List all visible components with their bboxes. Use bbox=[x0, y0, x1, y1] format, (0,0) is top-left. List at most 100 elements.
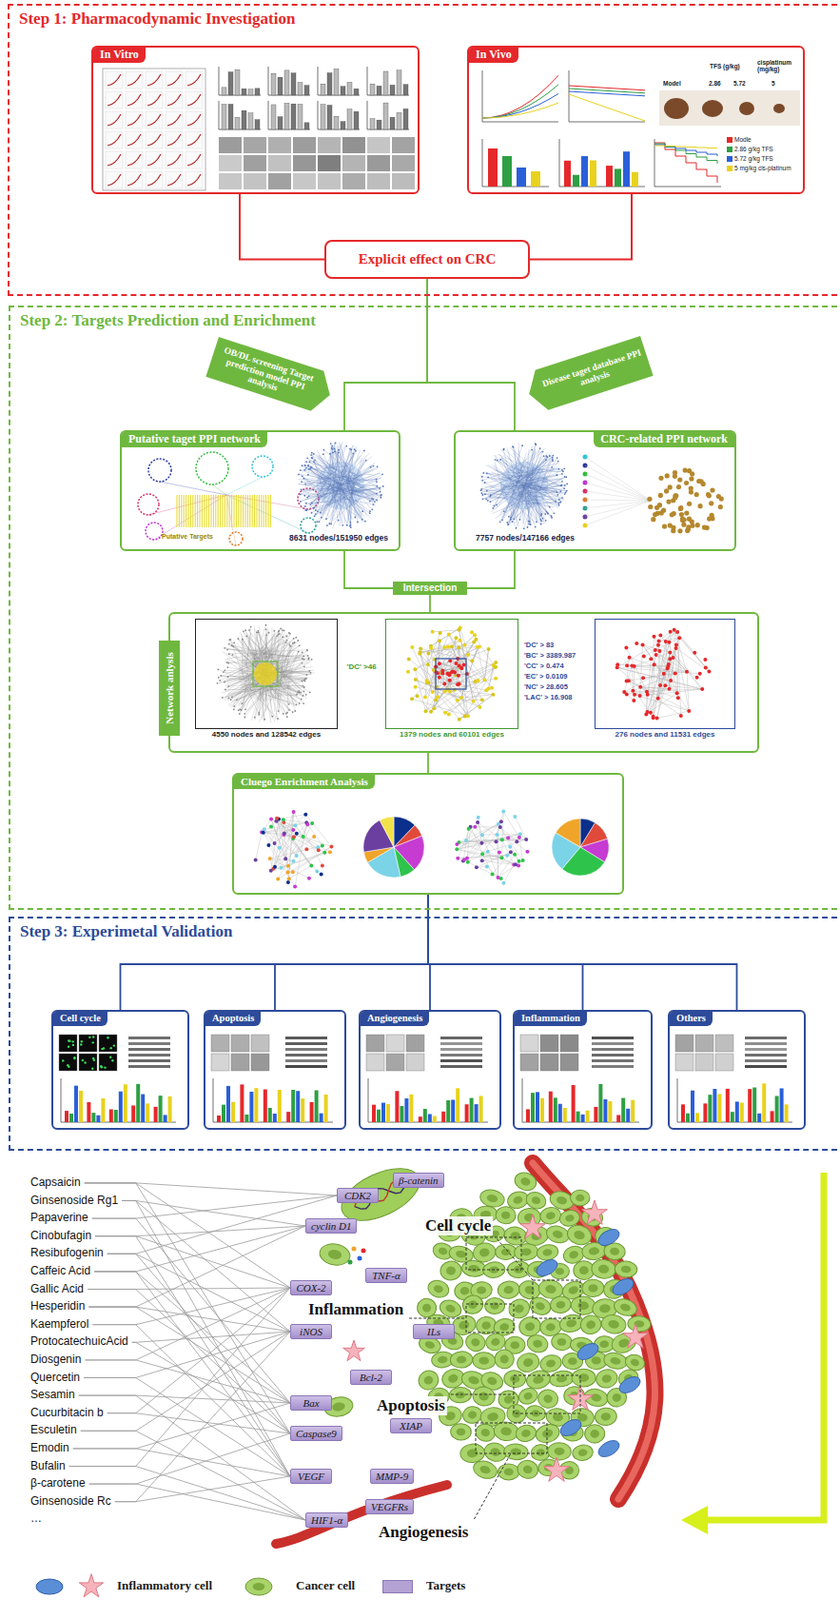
drawn-g bbox=[548, 1368, 576, 1388]
drawn-path bbox=[127, 114, 141, 126]
drawn-circle bbox=[217, 676, 220, 679]
drawn-line bbox=[240, 677, 250, 712]
drawn-ellipse bbox=[439, 1259, 464, 1282]
drawn-ellipse bbox=[472, 1350, 496, 1369]
drawn-g bbox=[549, 1294, 572, 1313]
drawn-circle bbox=[664, 472, 670, 478]
figure-panel: In Vitro bbox=[91, 45, 420, 195]
drawn-circle bbox=[292, 710, 294, 713]
drawn-ellipse bbox=[607, 1318, 621, 1329]
drawn-path bbox=[147, 174, 161, 186]
drawn-circle bbox=[345, 445, 348, 448]
drawn-circle bbox=[654, 505, 660, 510]
drawn-line bbox=[273, 640, 298, 674]
drawn-rect bbox=[185, 131, 203, 149]
drawn-rect bbox=[105, 131, 123, 149]
drawn-ellipse bbox=[478, 1187, 507, 1210]
drawn-circle bbox=[545, 519, 547, 522]
drawn-ellipse bbox=[504, 1467, 514, 1476]
drawn-ellipse bbox=[524, 1284, 536, 1294]
drawn-circle bbox=[312, 452, 315, 455]
drawn-ellipse bbox=[492, 1419, 520, 1442]
drawn-path bbox=[317, 100, 360, 130]
drawn-g bbox=[533, 1421, 562, 1446]
drawn-path bbox=[654, 138, 722, 187]
drawn-circle bbox=[688, 485, 694, 490]
drawn-circle bbox=[493, 505, 496, 508]
drawn-path bbox=[69, 1287, 291, 1466]
drawn-line bbox=[585, 465, 651, 501]
drawn-circle bbox=[301, 680, 304, 683]
drawn-rect bbox=[516, 167, 527, 187]
drawn-path bbox=[532, 1162, 655, 1499]
drawn-circle bbox=[223, 668, 226, 671]
drawn-rect bbox=[376, 85, 382, 96]
drawn-circle bbox=[311, 456, 313, 459]
drawn-line bbox=[334, 488, 382, 491]
drawn-path bbox=[167, 174, 181, 186]
drawn-ellipse bbox=[449, 1349, 474, 1368]
drawn-line bbox=[196, 494, 198, 528]
drawn-ellipse bbox=[548, 1368, 576, 1388]
drawn-ellipse bbox=[473, 1421, 497, 1444]
drawn-rect bbox=[513, 1374, 581, 1413]
drawn-ellipse bbox=[478, 1390, 490, 1401]
drawn-rect bbox=[396, 112, 402, 130]
drawn-ellipse bbox=[486, 1374, 498, 1386]
drawn-ellipse bbox=[534, 1300, 547, 1311]
drawn-line bbox=[524, 476, 540, 528]
drawn-ellipse bbox=[507, 1260, 530, 1278]
arrow-banner: Disease taget database PPI analysis bbox=[522, 335, 653, 414]
drawn-path bbox=[107, 114, 121, 126]
drawn-g bbox=[594, 1367, 620, 1389]
drawn-circle bbox=[306, 508, 309, 511]
drawn-circle bbox=[300, 698, 303, 701]
drawn-ellipse bbox=[535, 1447, 546, 1456]
drawn-circle bbox=[299, 492, 302, 495]
drawn-path bbox=[147, 134, 161, 146]
drawn-circle bbox=[512, 446, 515, 449]
drawn-rect bbox=[268, 136, 292, 154]
drawn-ellipse bbox=[503, 1224, 528, 1246]
drawn-circle bbox=[304, 505, 307, 508]
drawn-circle bbox=[323, 449, 326, 451]
drawn-ellipse bbox=[503, 1368, 527, 1387]
drawn-rect bbox=[218, 155, 242, 172]
drawn-line bbox=[217, 494, 219, 528]
drawn-circle bbox=[694, 491, 700, 497]
drawn-rect bbox=[125, 91, 143, 109]
drawn-rect bbox=[370, 118, 375, 130]
drawn-circle bbox=[548, 454, 551, 457]
drawn-rect bbox=[726, 136, 733, 143]
drawn-circle bbox=[301, 650, 304, 653]
drawn-path bbox=[73, 1447, 291, 1476]
drawn-line bbox=[260, 494, 262, 528]
drawn-circle bbox=[689, 523, 695, 528]
drawn-line bbox=[585, 490, 651, 501]
connector bbox=[344, 550, 393, 588]
drawn-circle bbox=[552, 511, 555, 514]
drawn-path bbox=[107, 134, 121, 146]
drawn-g bbox=[515, 1458, 540, 1481]
drawn-line bbox=[336, 490, 372, 499]
drawn-circle bbox=[304, 464, 307, 467]
drawn-line bbox=[302, 465, 344, 489]
drawn-line bbox=[332, 446, 347, 480]
drawn-path bbox=[92, 1194, 337, 1218]
drawn-ellipse bbox=[245, 1577, 273, 1595]
drawn-ellipse bbox=[555, 1194, 568, 1206]
drawn-circle bbox=[232, 653, 235, 656]
drawn-circle bbox=[484, 492, 487, 495]
connector bbox=[529, 194, 632, 260]
connector bbox=[428, 894, 738, 1010]
drawn-path bbox=[187, 114, 201, 126]
drawn-circle bbox=[485, 498, 488, 501]
drawn-ellipse bbox=[449, 1422, 471, 1440]
drawn-ellipse bbox=[509, 1230, 522, 1241]
drawn-line bbox=[226, 494, 309, 533]
drawn-ellipse bbox=[524, 1367, 552, 1391]
drawn-ellipse bbox=[499, 1352, 510, 1364]
drawn-rect bbox=[291, 73, 296, 96]
drawn-circle bbox=[365, 459, 368, 462]
drawn-line bbox=[253, 494, 255, 528]
